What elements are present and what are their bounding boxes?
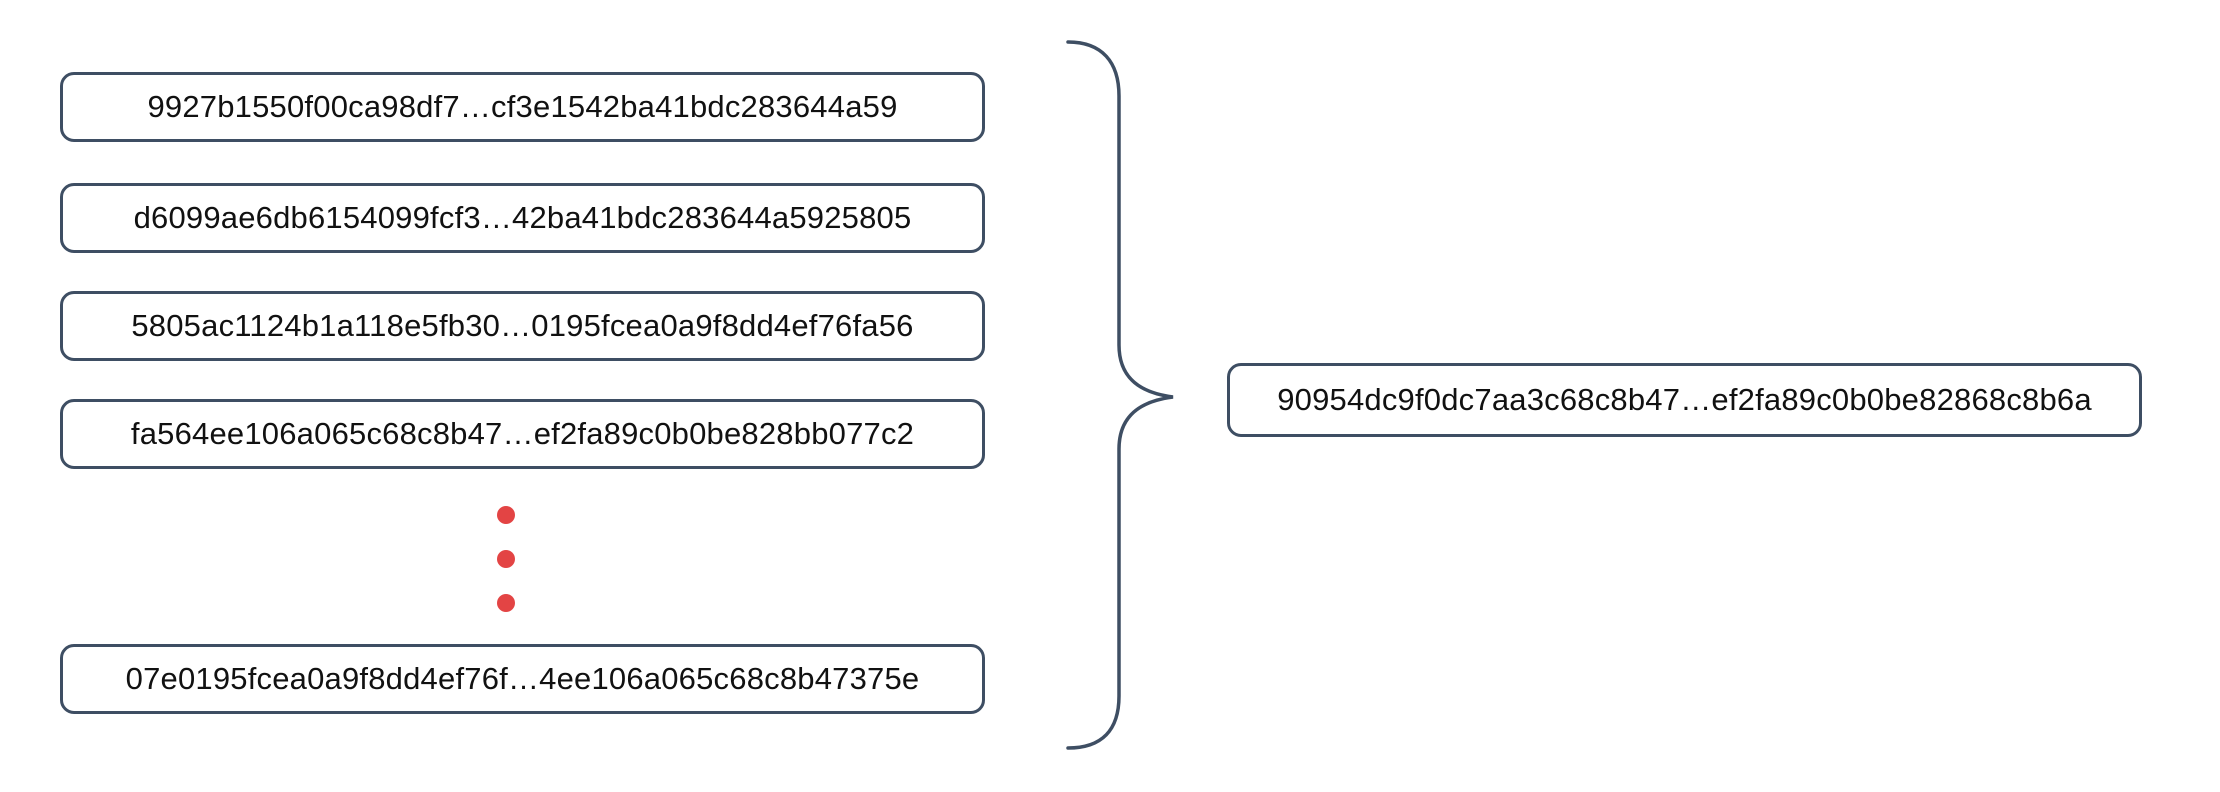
hash-box-4-label: fa564ee106a065c68c8b47…ef2fa89c0b0be828b…	[130, 416, 915, 451]
ellipsis-dot	[497, 550, 515, 568]
result-hash-box: 90954dc9f0dc7aa3c68c8b47…ef2fa89c0b0be82…	[1227, 363, 2142, 437]
hash-box-5-label: 07e0195fcea0a9f8dd4ef76f…4ee106a065c68c8…	[125, 661, 920, 696]
hash-box-3-label: 5805ac1124b1a118e5fb30…0195fcea0a9f8dd4e…	[131, 308, 914, 343]
hash-box-4: fa564ee106a065c68c8b47…ef2fa89c0b0be828b…	[60, 399, 985, 469]
hash-box-1: 9927b1550f00ca98df7…cf3e1542ba41bdc28364…	[60, 72, 985, 142]
hash-box-5: 07e0195fcea0a9f8dd4ef76f…4ee106a065c68c8…	[60, 644, 985, 714]
hash-box-2-label: d6099ae6db6154099fcf3…42ba41bdc283644a59…	[133, 200, 912, 235]
hash-box-3: 5805ac1124b1a118e5fb30…0195fcea0a9f8dd4e…	[60, 291, 985, 361]
ellipsis-dot	[497, 594, 515, 612]
ellipsis-dot	[497, 506, 515, 524]
result-hash-label: 90954dc9f0dc7aa3c68c8b47…ef2fa89c0b0be82…	[1277, 382, 2092, 417]
hash-box-2: d6099ae6db6154099fcf3…42ba41bdc283644a59…	[60, 183, 985, 253]
hash-box-1-label: 9927b1550f00ca98df7…cf3e1542ba41bdc28364…	[147, 89, 898, 124]
